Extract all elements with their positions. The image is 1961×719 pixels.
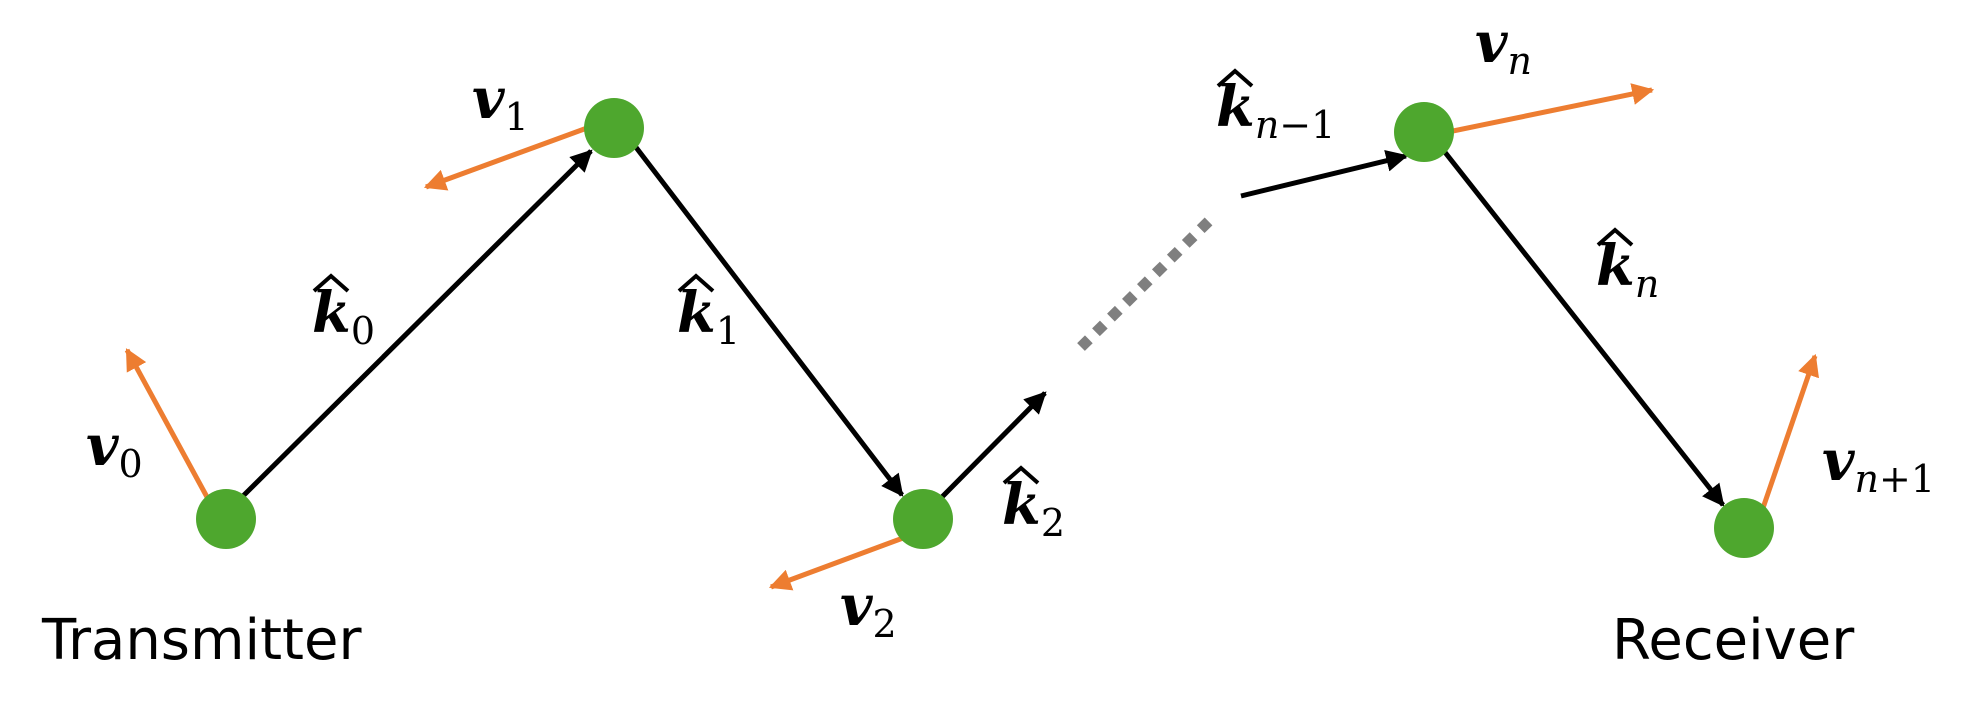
v1-label: v1 bbox=[472, 66, 529, 139]
node-2 bbox=[893, 489, 953, 549]
svg-text:k0: k0 bbox=[312, 280, 375, 353]
k0-arrow bbox=[239, 149, 593, 500]
ellipsis-dots bbox=[1077, 216, 1214, 351]
transmitter-node bbox=[196, 489, 256, 549]
k2-label: k2 bbox=[1002, 465, 1065, 545]
vn-label: vn bbox=[1475, 10, 1532, 83]
vn-arrow bbox=[1447, 83, 1655, 135]
k-n-label: kn bbox=[1596, 227, 1659, 306]
vn-plus-1-arrow bbox=[1760, 353, 1819, 509]
v0-arrow bbox=[124, 348, 210, 499]
v2-label: v2 bbox=[840, 573, 897, 646]
v2-arrow bbox=[768, 535, 904, 591]
k1-arrow bbox=[633, 144, 904, 497]
svg-text:k2: k2 bbox=[1002, 472, 1065, 545]
node-n bbox=[1394, 102, 1454, 162]
vn-plus-1-label: vn+1 bbox=[1822, 428, 1935, 501]
receiver-node bbox=[1714, 498, 1774, 558]
svg-text:k1: k1 bbox=[677, 280, 740, 353]
svg-text:kn: kn bbox=[1596, 233, 1659, 306]
svg-text:kn−1: kn−1 bbox=[1216, 74, 1335, 147]
k0-label: k0 bbox=[312, 273, 375, 353]
k-n-minus-1-arrow bbox=[1240, 149, 1409, 199]
receiver-caption: Receiver bbox=[1612, 608, 1855, 673]
k-n-arrow bbox=[1442, 149, 1725, 507]
v0-label: v0 bbox=[86, 413, 143, 486]
k2-arrow bbox=[939, 391, 1047, 500]
transmitter-caption: Transmitter bbox=[41, 608, 362, 673]
node-1 bbox=[584, 98, 644, 158]
v1-arrow bbox=[423, 125, 588, 191]
k-n-minus-1-label: kn−1 bbox=[1216, 68, 1335, 147]
k1-label: k1 bbox=[677, 273, 740, 353]
